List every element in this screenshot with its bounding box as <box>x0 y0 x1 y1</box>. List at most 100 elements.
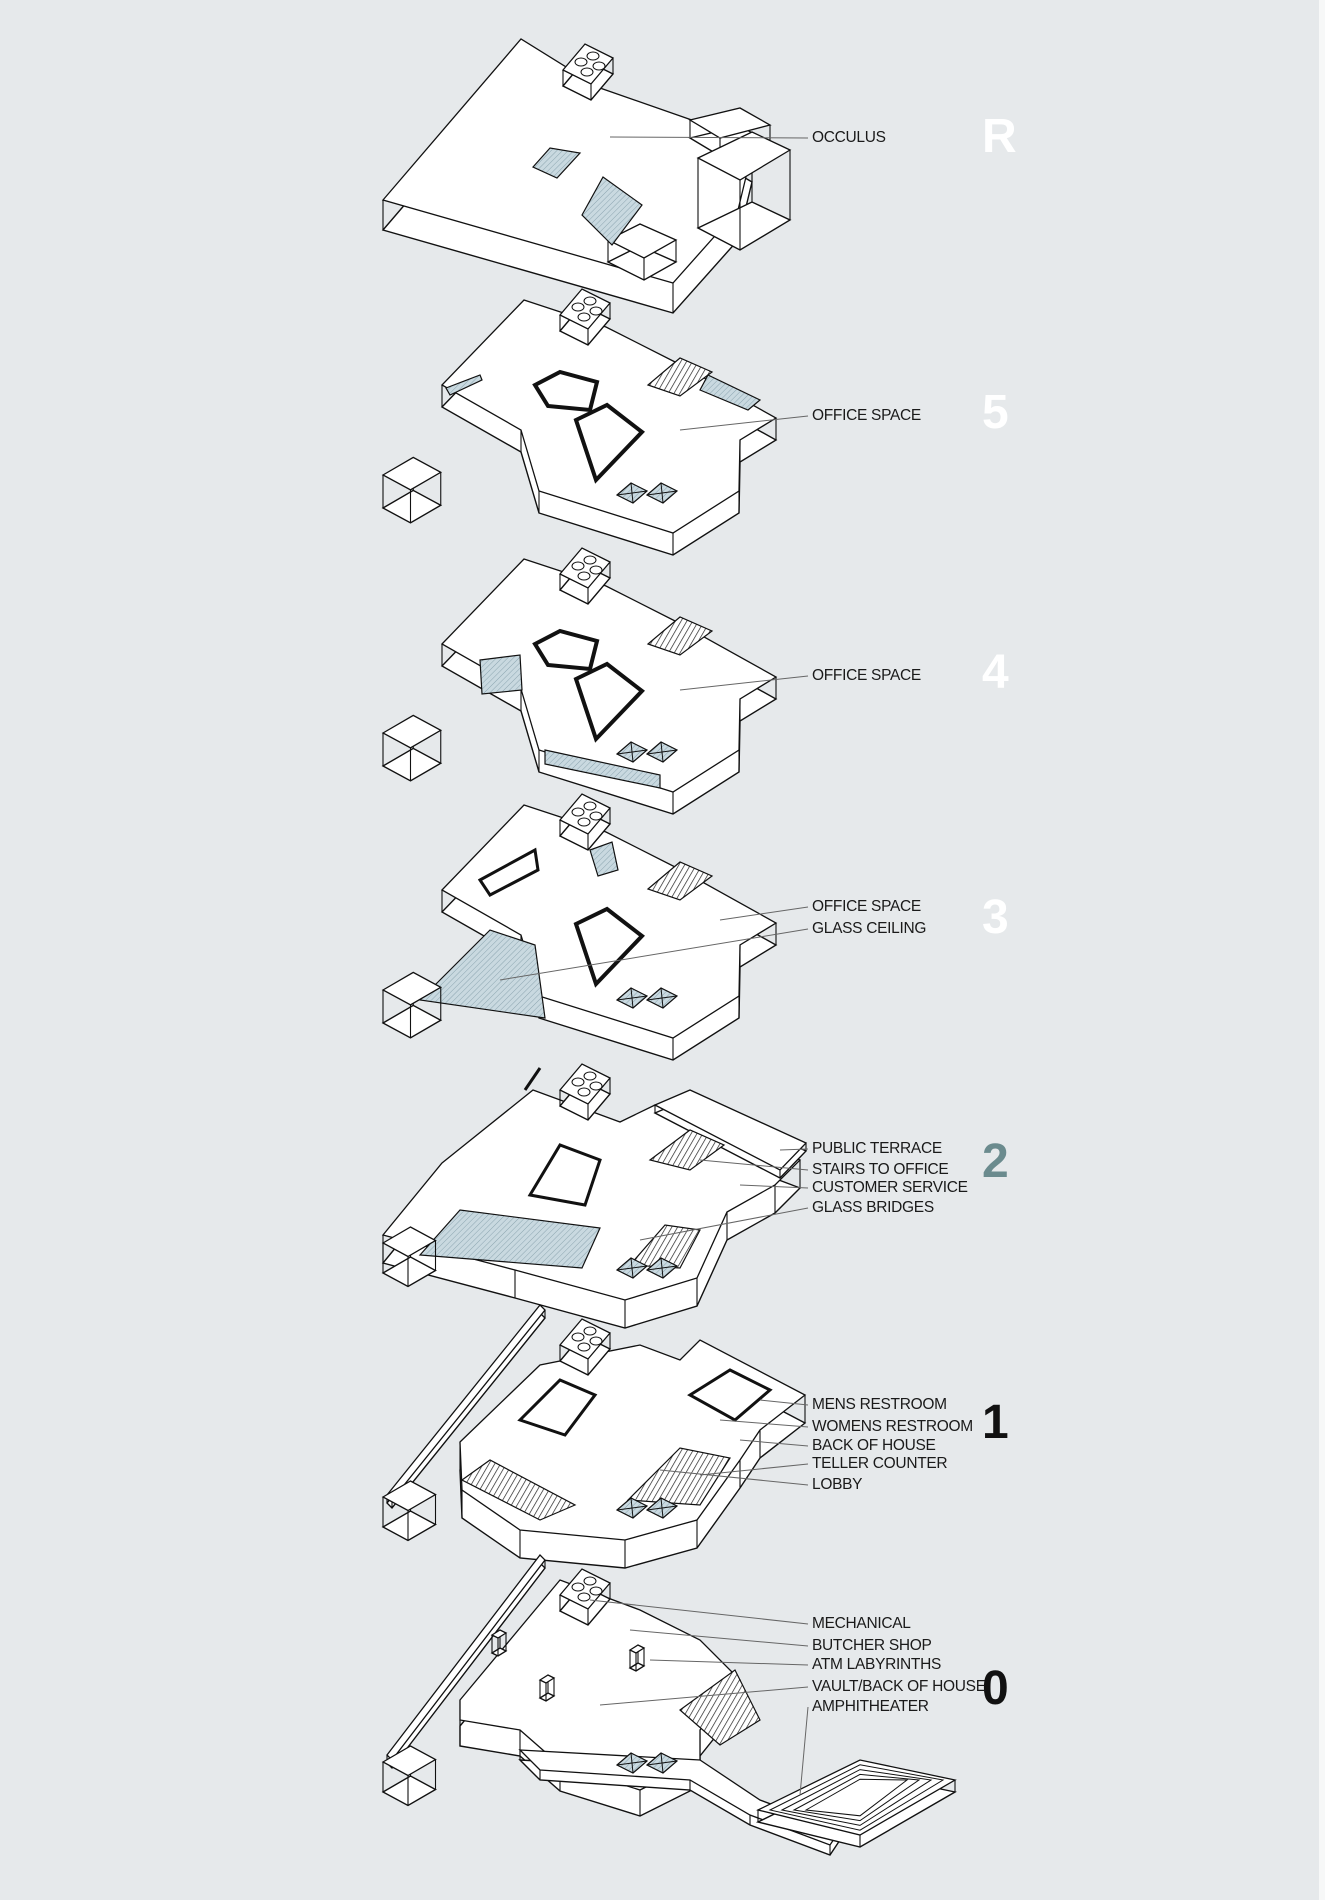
program-label: STAIRS TO OFFICE <box>812 1161 949 1178</box>
leader-line <box>589 1599 809 1625</box>
leader-line <box>739 1184 809 1189</box>
stair-tower <box>696 131 792 181</box>
floor-5 <box>381 288 778 556</box>
cylinder-icon <box>589 1586 603 1596</box>
atrium-opening <box>532 628 600 672</box>
cylinder-icon <box>583 801 597 811</box>
atrium-opening <box>573 906 645 988</box>
page-edge <box>1319 0 1325 1900</box>
atrium-opening-2 <box>573 402 645 484</box>
ramp <box>518 1749 841 1846</box>
cylinder-icon <box>571 807 585 817</box>
roof-box <box>606 223 678 259</box>
cube-block <box>381 1480 437 1512</box>
level-number-0: 0 <box>982 1662 1009 1715</box>
glass-bridges <box>418 1209 601 1269</box>
program-label: BUTCHER SHOP <box>812 1637 932 1654</box>
leader-line <box>719 1419 809 1428</box>
leader-line <box>739 1439 809 1447</box>
atm-kiosk <box>490 1629 508 1639</box>
atrium-opening-2 <box>573 661 645 743</box>
program-label: MENS RESTROOM <box>812 1396 947 1413</box>
cylinder-icon <box>577 817 591 827</box>
leader-line <box>639 1207 809 1241</box>
mechanical-core <box>558 288 612 330</box>
glass-ceiling <box>418 929 546 1019</box>
stair-to-office <box>646 616 714 656</box>
back-of-house-room <box>687 1368 773 1422</box>
cylinder-icon <box>586 51 600 61</box>
cylinder-icon <box>583 555 597 565</box>
leader-line <box>609 136 809 139</box>
cylinder-icon <box>571 1582 585 1592</box>
glass-edge <box>589 841 619 877</box>
cylinder-icon <box>580 67 594 77</box>
cube-block-side <box>381 489 443 524</box>
cylinder-icon <box>577 571 591 581</box>
level-number-4: 4 <box>982 646 1009 699</box>
mechanical-core <box>561 43 615 85</box>
atrium-opening <box>532 369 600 413</box>
leader-line <box>759 1399 809 1406</box>
cube-block-side <box>381 1510 437 1542</box>
program-label: ATM LABYRINTHS <box>812 1656 942 1673</box>
floor-4 <box>381 547 778 815</box>
cylinder-icon <box>583 1326 597 1336</box>
mechanical-core <box>558 547 612 589</box>
leader-line <box>699 1159 809 1171</box>
program-label: GLASS CEILING <box>812 920 927 937</box>
mechanical-core <box>558 793 612 835</box>
light-well <box>477 847 540 897</box>
cylinder-icon <box>583 1576 597 1586</box>
cylinder-icon <box>574 57 588 67</box>
level-number-2: 2 <box>982 1135 1009 1188</box>
amphitheater-stair <box>679 1669 761 1746</box>
cylinder-icon <box>583 296 597 306</box>
program-label: AMPHITHEATER <box>812 1698 929 1715</box>
program-label: GLASS BRIDGES <box>812 1199 934 1216</box>
leader-line <box>649 1659 809 1666</box>
program-label: OFFICE SPACE <box>812 407 921 424</box>
leader-line <box>699 1463 809 1476</box>
program-label: VAULT/BACK OF HOUSE <box>812 1678 986 1695</box>
level-number-r: R <box>982 110 1017 163</box>
leader-line <box>779 1148 809 1151</box>
cylinder-icon <box>577 312 591 322</box>
cube-block <box>381 1226 437 1258</box>
program-label: TELLER COUNTER <box>812 1455 948 1472</box>
floor-r <box>381 38 792 314</box>
cylinder-icon <box>577 1087 591 1097</box>
level-number-5: 5 <box>982 386 1009 439</box>
roof-block <box>688 107 772 139</box>
program-label: LOBBY <box>812 1476 863 1493</box>
program-label: BACK OF HOUSE <box>812 1437 936 1454</box>
program-label: MECHANICAL <box>812 1615 911 1632</box>
cylinder-icon <box>589 306 603 316</box>
teller-counter <box>626 1447 731 1506</box>
program-label: CUSTOMER SERVICE <box>812 1179 968 1196</box>
cylinder-icon <box>592 61 606 71</box>
level-number-3: 3 <box>982 891 1009 944</box>
floor-1 <box>381 1304 807 1569</box>
cylinder-icon <box>571 1332 585 1342</box>
cylinder-icon <box>577 1592 591 1602</box>
program-label: PUBLIC TERRACE <box>812 1140 942 1157</box>
program-label: OCCULUS <box>812 129 886 146</box>
mechanical-core <box>558 1318 612 1360</box>
cylinder-icon <box>571 561 585 571</box>
cube-block <box>381 714 443 749</box>
floor-3 <box>381 793 778 1061</box>
atrium-opening <box>527 1143 602 1207</box>
leader-line <box>629 1629 809 1647</box>
cylinder-icon <box>571 1077 585 1087</box>
cube-block <box>381 1745 437 1777</box>
slab-0 <box>459 1579 741 1791</box>
occulus-opening-2 <box>581 176 643 246</box>
stairs-to-office <box>648 1129 726 1171</box>
leader-line <box>499 928 809 981</box>
cube-block-side <box>381 1775 437 1807</box>
leader-line <box>719 906 809 921</box>
floor-2 <box>381 1063 808 1329</box>
mechanical-core <box>558 1568 612 1610</box>
